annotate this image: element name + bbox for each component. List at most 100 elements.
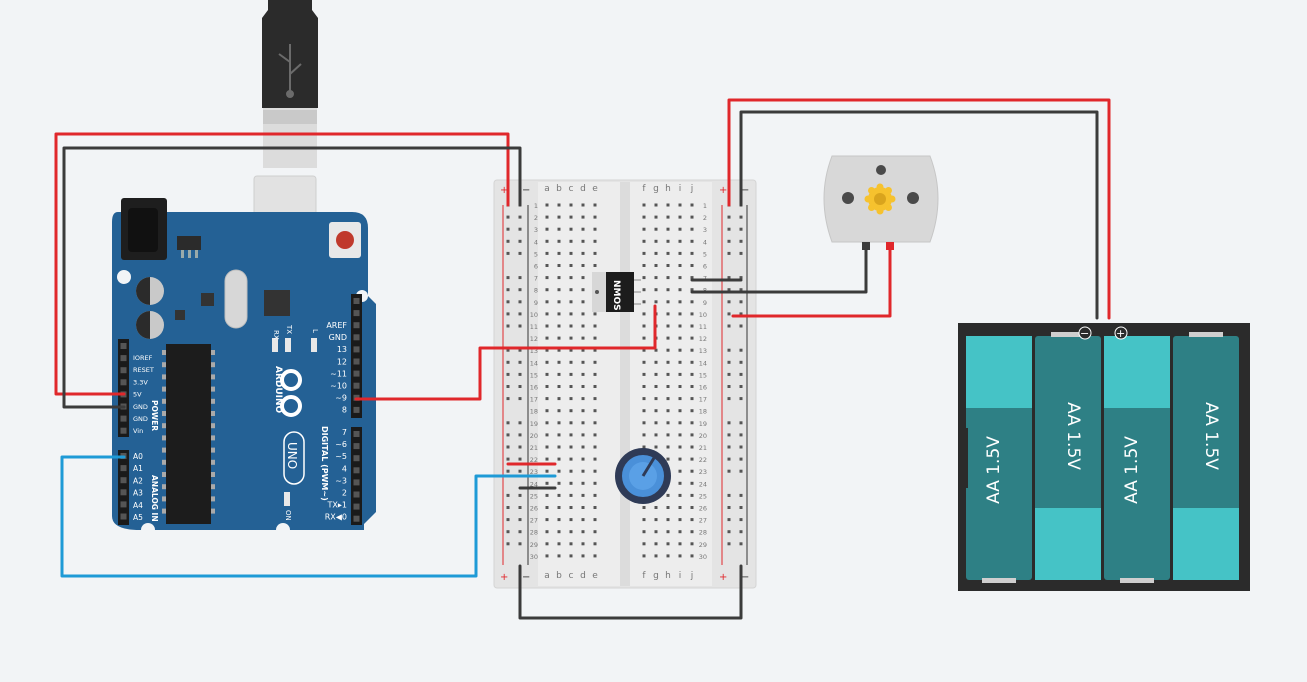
breadboard-hole[interactable] <box>593 312 597 316</box>
breadboard-rail-hole[interactable] <box>518 530 522 534</box>
header-pin[interactable] <box>120 501 127 508</box>
breadboard-hole[interactable] <box>666 336 670 340</box>
header-pin[interactable] <box>120 477 127 484</box>
header-pin[interactable] <box>353 467 360 474</box>
breadboard-hole[interactable] <box>593 203 597 207</box>
breadboard-hole[interactable] <box>690 518 694 522</box>
breadboard-hole[interactable] <box>690 227 694 231</box>
breadboard-rail-hole[interactable] <box>518 239 522 243</box>
breadboard-rail-hole[interactable] <box>518 385 522 388</box>
digital-header-top-pins[interactable] <box>351 294 362 418</box>
breadboard-hole[interactable] <box>557 481 561 485</box>
breadboard-rail-hole[interactable] <box>506 372 510 376</box>
breadboard-hole[interactable] <box>642 251 646 255</box>
breadboard-hole[interactable] <box>569 469 573 473</box>
breadboard-hole[interactable] <box>690 288 694 292</box>
breadboard-hole[interactable] <box>581 554 585 558</box>
breadboard-rail-hole[interactable] <box>506 493 510 497</box>
breadboard-hole[interactable] <box>666 300 670 304</box>
breadboard-hole[interactable] <box>569 397 573 401</box>
breadboard-hole[interactable] <box>569 493 573 497</box>
wire-pin9-red[interactable] <box>354 304 657 401</box>
breadboard-rail-hole[interactable] <box>506 506 510 509</box>
breadboard-hole[interactable] <box>690 542 694 546</box>
potentiometer[interactable] <box>615 448 671 504</box>
breadboard-rail-hole[interactable] <box>518 215 522 219</box>
breadboard-hole[interactable] <box>690 530 694 534</box>
breadboard-hole[interactable] <box>654 397 658 401</box>
wire-rail-top-red[interactable] <box>727 98 1111 320</box>
header-pin[interactable] <box>353 503 360 510</box>
breadboard-hole[interactable] <box>593 445 597 449</box>
breadboard-rail-hole[interactable] <box>506 445 510 449</box>
breadboard-hole[interactable] <box>557 518 561 522</box>
breadboard-hole[interactable] <box>569 518 573 522</box>
breadboard-rail-hole[interactable] <box>739 493 743 497</box>
header-pin[interactable] <box>353 322 360 329</box>
header-pin[interactable] <box>120 367 127 374</box>
breadboard-hole[interactable] <box>654 203 658 207</box>
breadboard-hole[interactable] <box>581 348 585 352</box>
header-pin[interactable] <box>353 346 360 353</box>
breadboard-hole[interactable] <box>654 385 658 388</box>
breadboard-hole[interactable] <box>666 251 670 255</box>
breadboard-rail-hole[interactable] <box>518 493 522 497</box>
breadboard-rail-hole[interactable] <box>739 421 743 425</box>
breadboard-rail-hole[interactable] <box>739 227 743 231</box>
breadboard-hole[interactable] <box>666 506 670 509</box>
breadboard-hole[interactable] <box>642 409 646 413</box>
breadboard-rail-hole[interactable] <box>739 348 743 352</box>
breadboard-hole[interactable] <box>678 300 682 304</box>
breadboard-hole[interactable] <box>593 554 597 558</box>
breadboard-hole[interactable] <box>581 372 585 376</box>
breadboard-rail-hole[interactable] <box>518 276 522 280</box>
breadboard-hole[interactable] <box>545 481 549 485</box>
breadboard-hole[interactable] <box>666 215 670 219</box>
header-pin[interactable] <box>353 406 360 413</box>
breadboard-hole[interactable] <box>557 264 561 267</box>
header-pin[interactable] <box>120 355 127 362</box>
breadboard-hole[interactable] <box>678 469 682 473</box>
breadboard-hole[interactable] <box>581 227 585 231</box>
breadboard-hole[interactable] <box>581 530 585 534</box>
breadboard-hole[interactable] <box>545 348 549 352</box>
breadboard-hole[interactable] <box>569 457 573 461</box>
breadboard-hole[interactable] <box>666 554 670 558</box>
breadboard-hole[interactable] <box>678 239 682 243</box>
wire-rail-top-black[interactable] <box>739 110 1099 320</box>
breadboard-hole[interactable] <box>642 227 646 231</box>
breadboard-hole[interactable] <box>557 554 561 558</box>
breadboard-hole[interactable] <box>569 506 573 509</box>
breadboard-hole[interactable] <box>557 227 561 231</box>
breadboard-hole[interactable] <box>654 348 658 352</box>
breadboard-hole[interactable] <box>545 300 549 304</box>
breadboard-hole[interactable] <box>545 203 549 207</box>
header-pin[interactable] <box>353 515 360 522</box>
breadboard-hole[interactable] <box>666 409 670 413</box>
breadboard-hole[interactable] <box>581 518 585 522</box>
breadboard-hole[interactable] <box>557 251 561 255</box>
breadboard-hole[interactable] <box>678 288 682 292</box>
breadboard-hole[interactable] <box>581 385 585 388</box>
breadboard-rail-hole[interactable] <box>727 227 731 231</box>
breadboard-hole[interactable] <box>593 542 597 546</box>
breadboard-hole[interactable] <box>666 445 670 449</box>
breadboard-hole[interactable] <box>569 264 573 267</box>
breadboard-rail-hole[interactable] <box>727 324 731 328</box>
breadboard-hole[interactable] <box>593 251 597 255</box>
breadboard-hole[interactable] <box>678 203 682 207</box>
breadboard-hole[interactable] <box>666 324 670 328</box>
breadboard-hole[interactable] <box>666 288 670 292</box>
breadboard-hole[interactable] <box>557 348 561 352</box>
wire-motor-red[interactable] <box>731 248 892 318</box>
breadboard-hole[interactable] <box>569 409 573 413</box>
breadboard-hole[interactable] <box>678 554 682 558</box>
breadboard-hole[interactable] <box>545 385 549 388</box>
breadboard-hole[interactable] <box>581 445 585 449</box>
breadboard-hole[interactable] <box>678 336 682 340</box>
breadboard-hole[interactable] <box>678 421 682 425</box>
header-pin[interactable] <box>353 298 360 304</box>
breadboard-rail-hole[interactable] <box>518 433 522 437</box>
breadboard-hole[interactable] <box>642 506 646 509</box>
